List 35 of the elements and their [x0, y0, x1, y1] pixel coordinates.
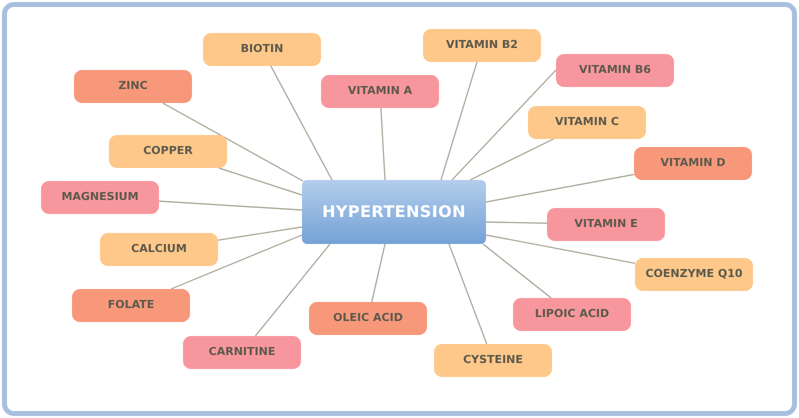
connector-line	[218, 167, 302, 196]
connector-line	[170, 234, 302, 290]
connector-line	[218, 226, 302, 241]
subtopic-box: VITAMIN C	[528, 106, 646, 139]
connector-line	[486, 174, 634, 203]
subtopic-box: CYSTEINE	[434, 344, 552, 377]
subtopic-box: FOLATE	[72, 289, 190, 322]
subtopic-box: VITAMIN B6	[556, 54, 674, 87]
subtopic-box: ZINC	[74, 70, 192, 103]
subtopic-box: COENZYME Q10	[635, 258, 753, 291]
central-topic-box: HYPERTENSION	[302, 180, 486, 244]
subtopic-box: LIPOIC ACID	[513, 298, 631, 331]
subtopic-box: CALCIUM	[100, 233, 218, 266]
connector-line	[270, 66, 333, 180]
connector-line	[470, 138, 554, 181]
connector-line	[371, 244, 386, 302]
subtopic-box: VITAMIN B2	[423, 29, 541, 62]
connector-line	[486, 234, 636, 264]
connector-line	[448, 244, 488, 344]
subtopic-box: VITAMIN A	[321, 75, 439, 108]
connector-line	[486, 221, 548, 224]
subtopic-box: VITAMIN E	[547, 208, 665, 241]
connector-line	[162, 102, 304, 182]
connector-line	[254, 244, 330, 336]
subtopic-box: BIOTIN	[203, 33, 321, 66]
subtopic-box: MAGNESIUM	[41, 181, 159, 214]
connector-line	[482, 244, 552, 298]
connector-line	[380, 108, 386, 180]
subtopic-box: VITAMIN D	[634, 147, 752, 180]
subtopic-box: OLEIC ACID	[309, 302, 427, 335]
subtopic-box: CARNITINE	[183, 336, 301, 369]
connector-line	[440, 62, 478, 180]
connector-line	[158, 200, 302, 211]
connector-line	[452, 70, 556, 180]
subtopic-box: COPPER	[109, 135, 227, 168]
